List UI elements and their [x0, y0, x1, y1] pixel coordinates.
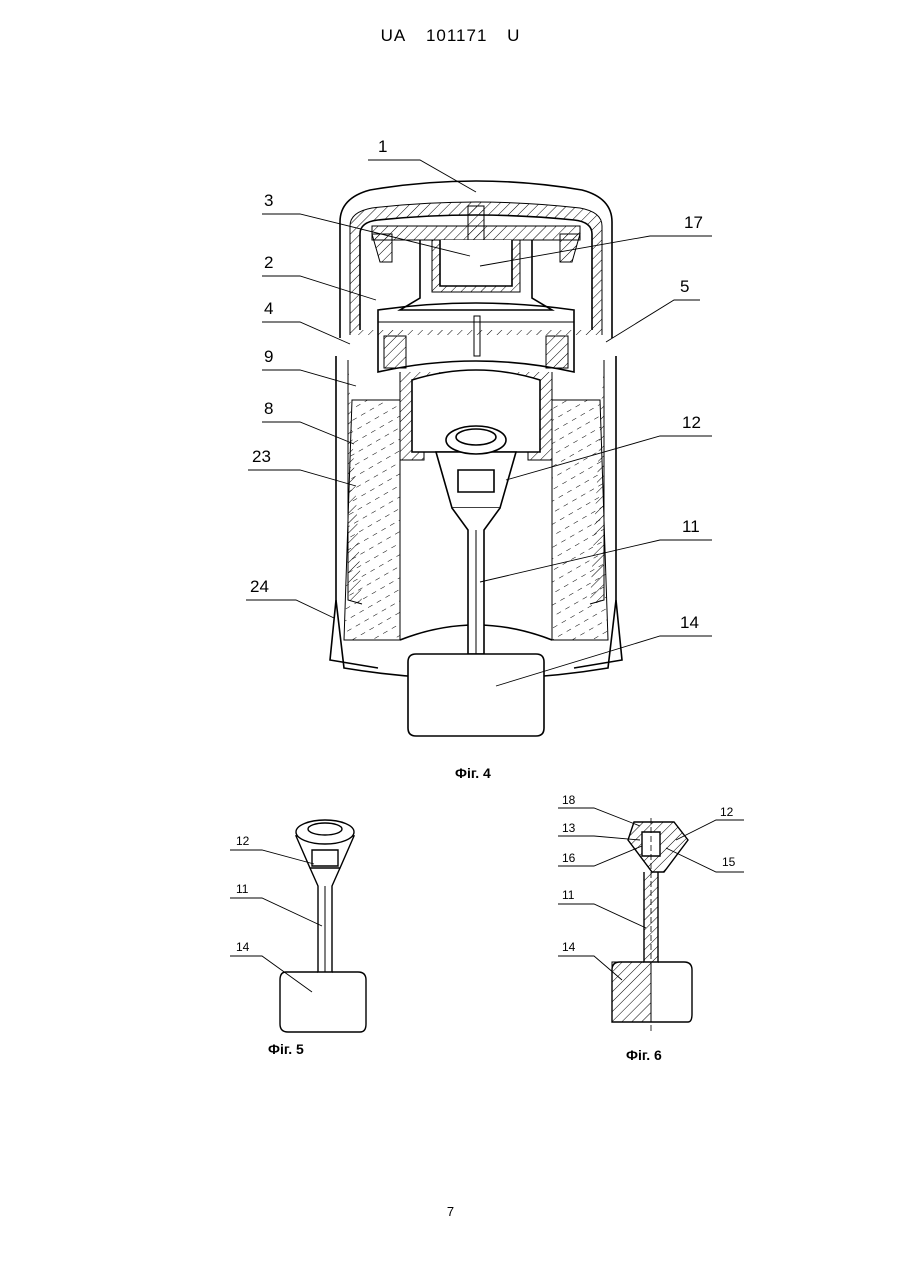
figure-5-leaders — [230, 850, 322, 992]
fig4-label-5: 5 — [680, 277, 689, 296]
fig4-label-4: 4 — [264, 299, 273, 318]
figure-5-labels: 12 11 14 — [236, 834, 250, 954]
fig5-caption: Фіг. 5 — [268, 1041, 304, 1057]
fig4-label-24: 24 — [250, 577, 269, 596]
fig5-label-12: 12 — [236, 834, 250, 848]
figure-6 — [612, 818, 692, 1034]
fig4-label-9: 9 — [264, 347, 273, 366]
fig6-label-12: 12 — [720, 805, 734, 819]
fig6-label-14: 14 — [562, 940, 576, 954]
fig4-label-14: 14 — [680, 613, 699, 632]
fig5-label-11: 11 — [236, 882, 249, 896]
fig6-label-13: 13 — [562, 821, 576, 835]
fig6-label-15: 15 — [722, 855, 736, 869]
fig4-label-17: 17 — [684, 213, 703, 232]
figure-4 — [330, 181, 622, 736]
fig4-label-11: 11 — [682, 517, 700, 536]
fig6-label-11: 11 — [562, 888, 575, 902]
fig4-label-1: 1 — [378, 137, 387, 156]
fig4-label-2: 2 — [264, 253, 273, 272]
page-number: 7 — [0, 1204, 901, 1219]
fig4-label-12: 12 — [682, 413, 701, 432]
fig6-caption: Фіг. 6 — [626, 1047, 662, 1063]
fig6-label-18: 18 — [562, 793, 576, 807]
fig4-caption: Фіг. 4 — [455, 765, 491, 781]
fig6-label-16: 16 — [562, 851, 576, 865]
fig4-label-23: 23 — [252, 447, 271, 466]
fig4-label-8: 8 — [264, 399, 273, 418]
figure-5 — [280, 820, 366, 1032]
fig5-label-14: 14 — [236, 940, 250, 954]
fig4-label-3: 3 — [264, 191, 273, 210]
